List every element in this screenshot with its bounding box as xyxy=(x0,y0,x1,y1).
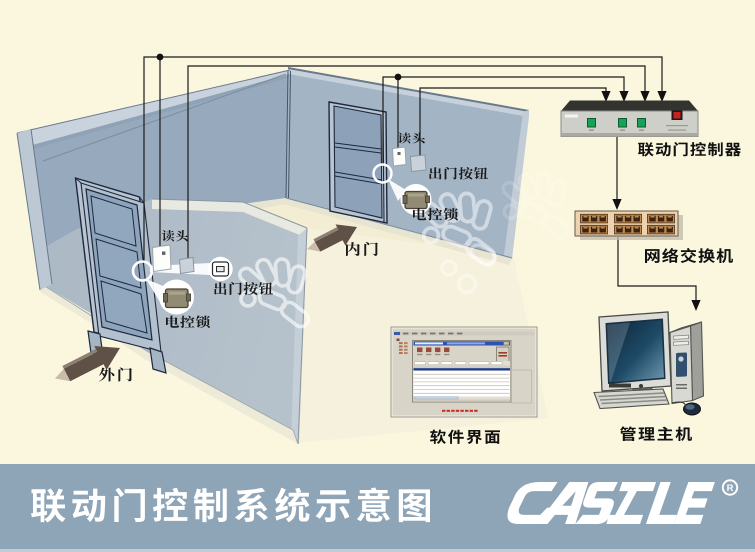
svg-text:R: R xyxy=(727,483,734,494)
